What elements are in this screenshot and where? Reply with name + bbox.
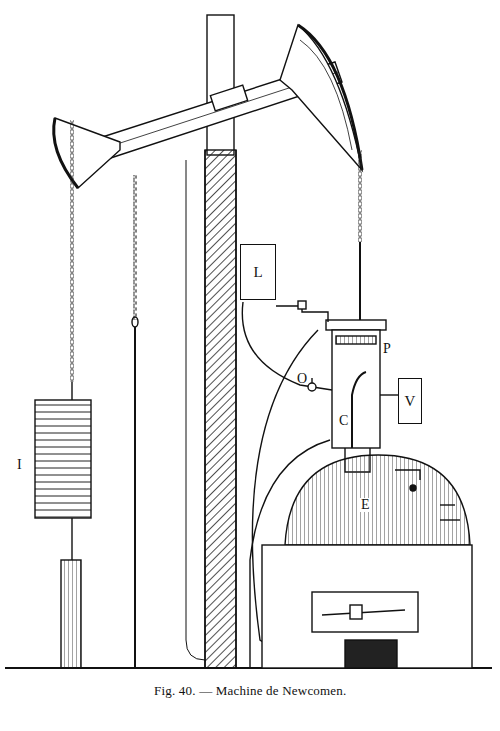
cock-letter: O xyxy=(296,372,308,386)
figure-caption: Fig. 40. — Machine de Newcomen. xyxy=(154,683,347,699)
boiler-letter: E xyxy=(360,498,371,512)
piston-letter: P xyxy=(382,342,392,356)
cylinder-letter: C xyxy=(338,414,349,428)
weight-letter: I xyxy=(16,458,23,472)
part-letter: V xyxy=(405,394,416,409)
part-letter: L xyxy=(253,265,262,280)
water-cistern: L xyxy=(240,244,276,300)
valve-box: V xyxy=(398,378,422,424)
